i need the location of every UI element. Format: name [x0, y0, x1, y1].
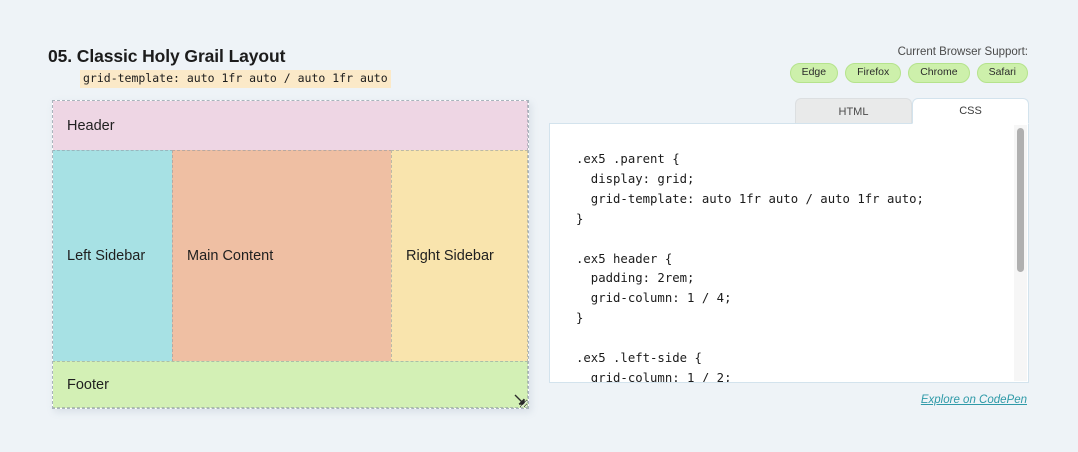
- tab-html[interactable]: HTML: [795, 98, 912, 124]
- grid-demo-wrapper: Header Left Sidebar Main Content Right S…: [52, 100, 529, 409]
- tab-css[interactable]: CSS: [912, 98, 1029, 124]
- code-scroll-viewport[interactable]: .ex5 .parent { display: grid; grid-templ…: [550, 124, 1014, 382]
- code-panel: .ex5 .parent { display: grid; grid-templ…: [549, 123, 1029, 383]
- grid-cell-footer: Footer: [53, 361, 528, 408]
- browser-badge-chrome[interactable]: Chrome: [908, 63, 970, 83]
- browser-badge-firefox[interactable]: Firefox: [845, 63, 902, 83]
- title-block: 05. Classic Holy Grail Layout grid-templ…: [48, 46, 391, 88]
- page-header: 05. Classic Holy Grail Layout grid-templ…: [0, 0, 1078, 95]
- grid-cell-main-content: Main Content: [172, 150, 392, 362]
- code-scrollbar-thumb[interactable]: [1017, 128, 1024, 272]
- code-scrollbar[interactable]: [1014, 125, 1027, 381]
- browser-support-block: Current Browser Support: Edge Firefox Ch…: [789, 46, 1028, 83]
- grid-cell-right-sidebar: Right Sidebar: [391, 150, 528, 362]
- resize-handle-icon[interactable]: [513, 393, 527, 407]
- explore-on-codepen-link[interactable]: Explore on CodePen: [920, 394, 1027, 406]
- page-title: 05. Classic Holy Grail Layout: [48, 46, 286, 66]
- code-tabs: HTML CSS: [795, 98, 1029, 124]
- code-area: HTML CSS .ex5 .parent { display: grid; g…: [549, 98, 1029, 418]
- grid-template-snippet: grid-template: auto 1fr auto / auto 1fr …: [80, 70, 391, 88]
- browser-badge-safari[interactable]: Safari: [976, 63, 1028, 83]
- browser-badge-edge[interactable]: Edge: [789, 63, 839, 83]
- browser-support-label: Current Browser Support:: [897, 46, 1028, 58]
- grid-cell-left-sidebar: Left Sidebar: [53, 150, 173, 362]
- browser-badge-row: Edge Firefox Chrome Safari: [789, 63, 1028, 83]
- code-block: .ex5 .parent { display: grid; grid-templ…: [576, 152, 924, 382]
- grid-cell-header: Header: [53, 101, 528, 151]
- grid-parent[interactable]: Header Left Sidebar Main Content Right S…: [52, 100, 529, 409]
